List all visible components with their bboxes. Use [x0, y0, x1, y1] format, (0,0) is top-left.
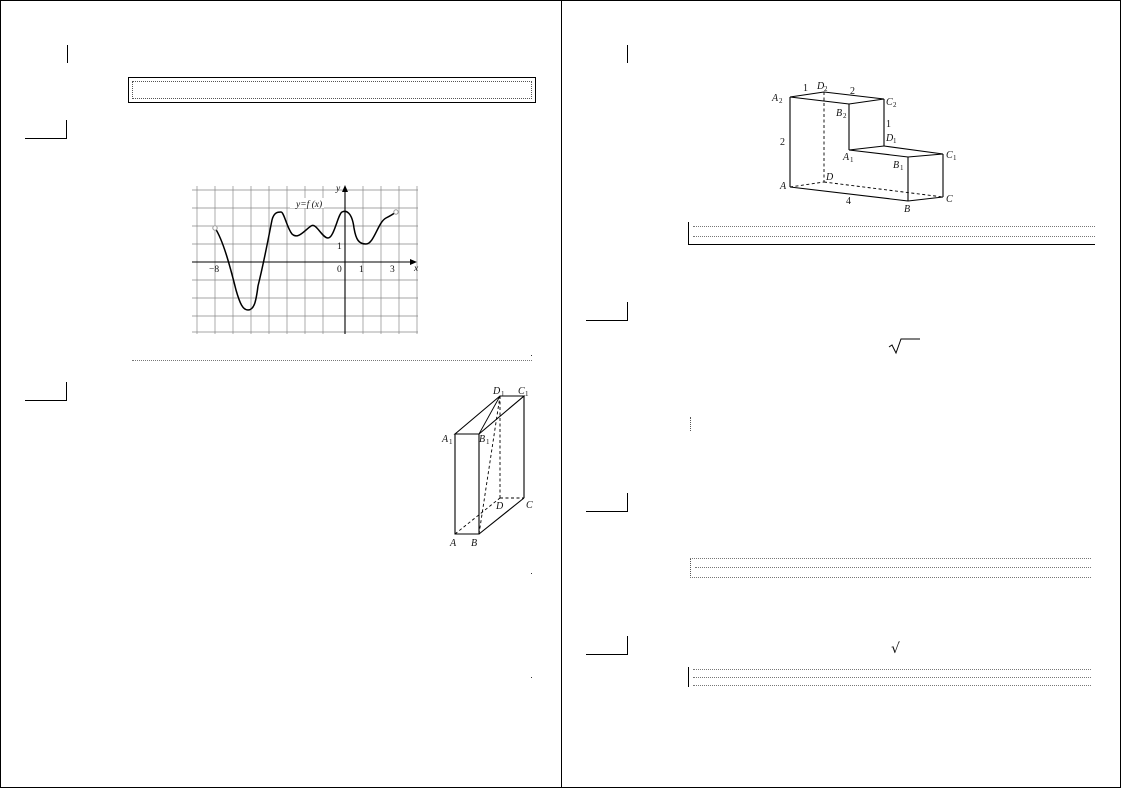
answer-box-polyhedron[interactable]: [688, 222, 1095, 245]
function-graph: y=f (x) y x −8 0 1 3 1: [192, 184, 419, 334]
edge-length-4: 4: [846, 196, 851, 207]
vertex-B2: B: [836, 108, 842, 119]
speck: [531, 573, 532, 574]
svg-text:1: 1: [953, 154, 957, 162]
task-number-box-6: [586, 493, 628, 512]
answer-box-6[interactable]: [690, 558, 1091, 578]
tick-label-3: 3: [390, 265, 395, 275]
vertex-A2: A: [771, 93, 779, 104]
vertex-C1: C: [518, 386, 525, 397]
vertex-C1: C: [946, 150, 953, 161]
vertex-B: B: [904, 204, 910, 215]
edge-length-1: 1: [803, 83, 808, 94]
vertex-D2: D: [816, 81, 825, 92]
svg-text:2: 2: [843, 112, 847, 120]
vertex-D1: D: [885, 133, 894, 144]
radical-sign-2: √: [891, 641, 900, 657]
task-marker: [627, 45, 628, 63]
edge-length-height-2: 2: [780, 137, 785, 148]
task-marker: [67, 45, 68, 63]
task-number-box-2: [25, 120, 67, 139]
function-label: y=f (x): [295, 199, 322, 210]
vertex-A1: A: [441, 434, 449, 445]
graph-grid: [192, 186, 418, 334]
svg-text:1: 1: [850, 156, 854, 164]
svg-text:1: 1: [893, 137, 897, 145]
svg-text:2: 2: [893, 101, 897, 109]
answer-dotted-line: [693, 669, 1091, 670]
vertex-B1: B: [479, 434, 485, 445]
svg-text:1: 1: [449, 438, 453, 446]
answer-dotted-line: [695, 567, 1091, 568]
vertex-D: D: [495, 501, 504, 512]
svg-text:1: 1: [486, 438, 490, 446]
vertex-D: D: [825, 172, 834, 183]
answer-dotted-line: [693, 226, 1095, 227]
tick-label-0: 0: [337, 265, 342, 275]
task-number-box-5: [586, 302, 628, 321]
vertex-B: B: [471, 538, 477, 549]
x-axis-label: x: [413, 264, 419, 274]
prism-figure: D 1 C 1 A 1 B 1 D C A B: [441, 386, 533, 549]
answer-dotted-line-2[interactable]: [132, 360, 532, 361]
task-number-box-7: [586, 636, 628, 655]
answer-dotted-line: [693, 677, 1091, 678]
svg-text:1: 1: [501, 390, 505, 398]
answer-dotted-mark[interactable]: [690, 417, 691, 431]
answer-box-7[interactable]: [688, 667, 1091, 687]
speck: [531, 677, 532, 678]
y-axis-label: y: [335, 184, 341, 194]
vertex-B1: B: [893, 160, 899, 171]
tick-label-neg8: −8: [209, 265, 219, 275]
answer-box-1[interactable]: [128, 77, 536, 103]
vertex-C2: C: [886, 97, 893, 108]
edge-length-2: 2: [850, 86, 855, 97]
page-divider: [561, 0, 562, 788]
answer-dotted-frame: [132, 81, 532, 99]
svg-text:2: 2: [779, 97, 783, 105]
function-curve: [214, 210, 397, 311]
radical-sign: [888, 338, 920, 355]
vertex-C: C: [946, 194, 953, 205]
edge-length-right-1: 1: [886, 119, 891, 130]
vertex-C: C: [526, 500, 533, 511]
answer-dotted-line: [693, 236, 1095, 237]
task-number-box-3: [25, 382, 67, 401]
vertex-A: A: [779, 181, 787, 192]
vertex-D1: D: [492, 386, 501, 397]
tick-label-1: 1: [359, 265, 364, 275]
answer-dotted-line: [693, 685, 1091, 686]
vertex-A1: A: [842, 152, 850, 163]
vertex-A: A: [449, 538, 457, 549]
svg-text:2: 2: [824, 85, 828, 93]
tick-label-y1: 1: [337, 242, 342, 252]
speck: [531, 355, 532, 356]
svg-text:1: 1: [525, 390, 529, 398]
svg-text:1: 1: [900, 164, 904, 172]
